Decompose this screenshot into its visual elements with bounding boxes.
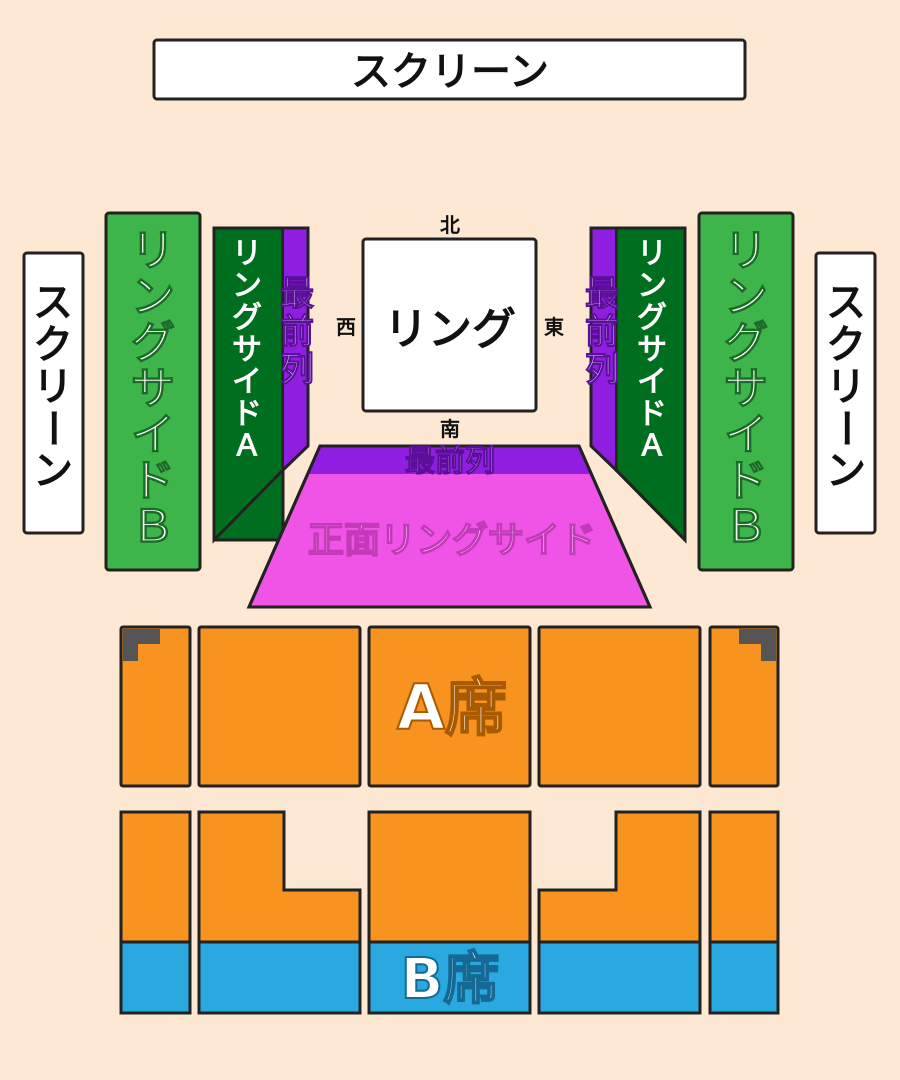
direction-south: 南 xyxy=(440,417,460,441)
ringside-a-left[interactable]: リングサイドＡ 最前列 xyxy=(212,226,315,544)
front-row-left-label: 最前列 xyxy=(280,274,314,390)
front-ringside[interactable]: 最前列 正面リングサイド xyxy=(246,444,653,609)
ringside-b-left[interactable]: リングサイドＢ xyxy=(104,211,202,572)
accessible-area-right xyxy=(739,629,776,661)
direction-north: 北 xyxy=(440,213,460,237)
ringside-a-left-label: リングサイドＡ xyxy=(232,237,262,464)
screen-top: スクリーン xyxy=(152,38,747,101)
svg-text:ー: ー xyxy=(29,408,75,448)
ringside-b-right-label: リングサイドＢ xyxy=(724,225,768,552)
screen-right: スクリン ー xyxy=(814,251,877,535)
seat-a[interactable]: A席 xyxy=(119,625,780,788)
screen-top-label: スクリーン xyxy=(351,49,549,95)
front-row-right-label: 最前列 xyxy=(585,274,619,390)
svg-text:ー: ー xyxy=(822,408,868,448)
ringside-a-right-label: リングサイドＡ xyxy=(637,237,667,464)
accessible-area-left xyxy=(123,629,160,661)
screen-left: スクリン ー xyxy=(22,251,85,535)
front-ringside-label: 正面リングサイド xyxy=(308,520,596,561)
screen-left-label: スクリン xyxy=(33,280,73,494)
screen-right-label: スクリン xyxy=(826,280,866,494)
seat-b[interactable]: B席 xyxy=(119,810,780,1015)
ringside-a-right[interactable]: リングサイドＡ 最前列 xyxy=(585,226,687,544)
ringside-b-right[interactable]: リングサイドＢ xyxy=(697,211,795,572)
direction-east: 東 xyxy=(544,315,564,339)
ringside-b-left-label: リングサイドＢ xyxy=(131,225,175,552)
direction-west: 西 xyxy=(336,315,356,339)
ring-label: リング xyxy=(384,304,516,355)
seat-a-label: A席 xyxy=(397,671,507,744)
front-row-center-label: 最前列 xyxy=(405,444,495,479)
ring: リング xyxy=(361,237,538,413)
seat-b-label: B席 xyxy=(401,947,500,1012)
